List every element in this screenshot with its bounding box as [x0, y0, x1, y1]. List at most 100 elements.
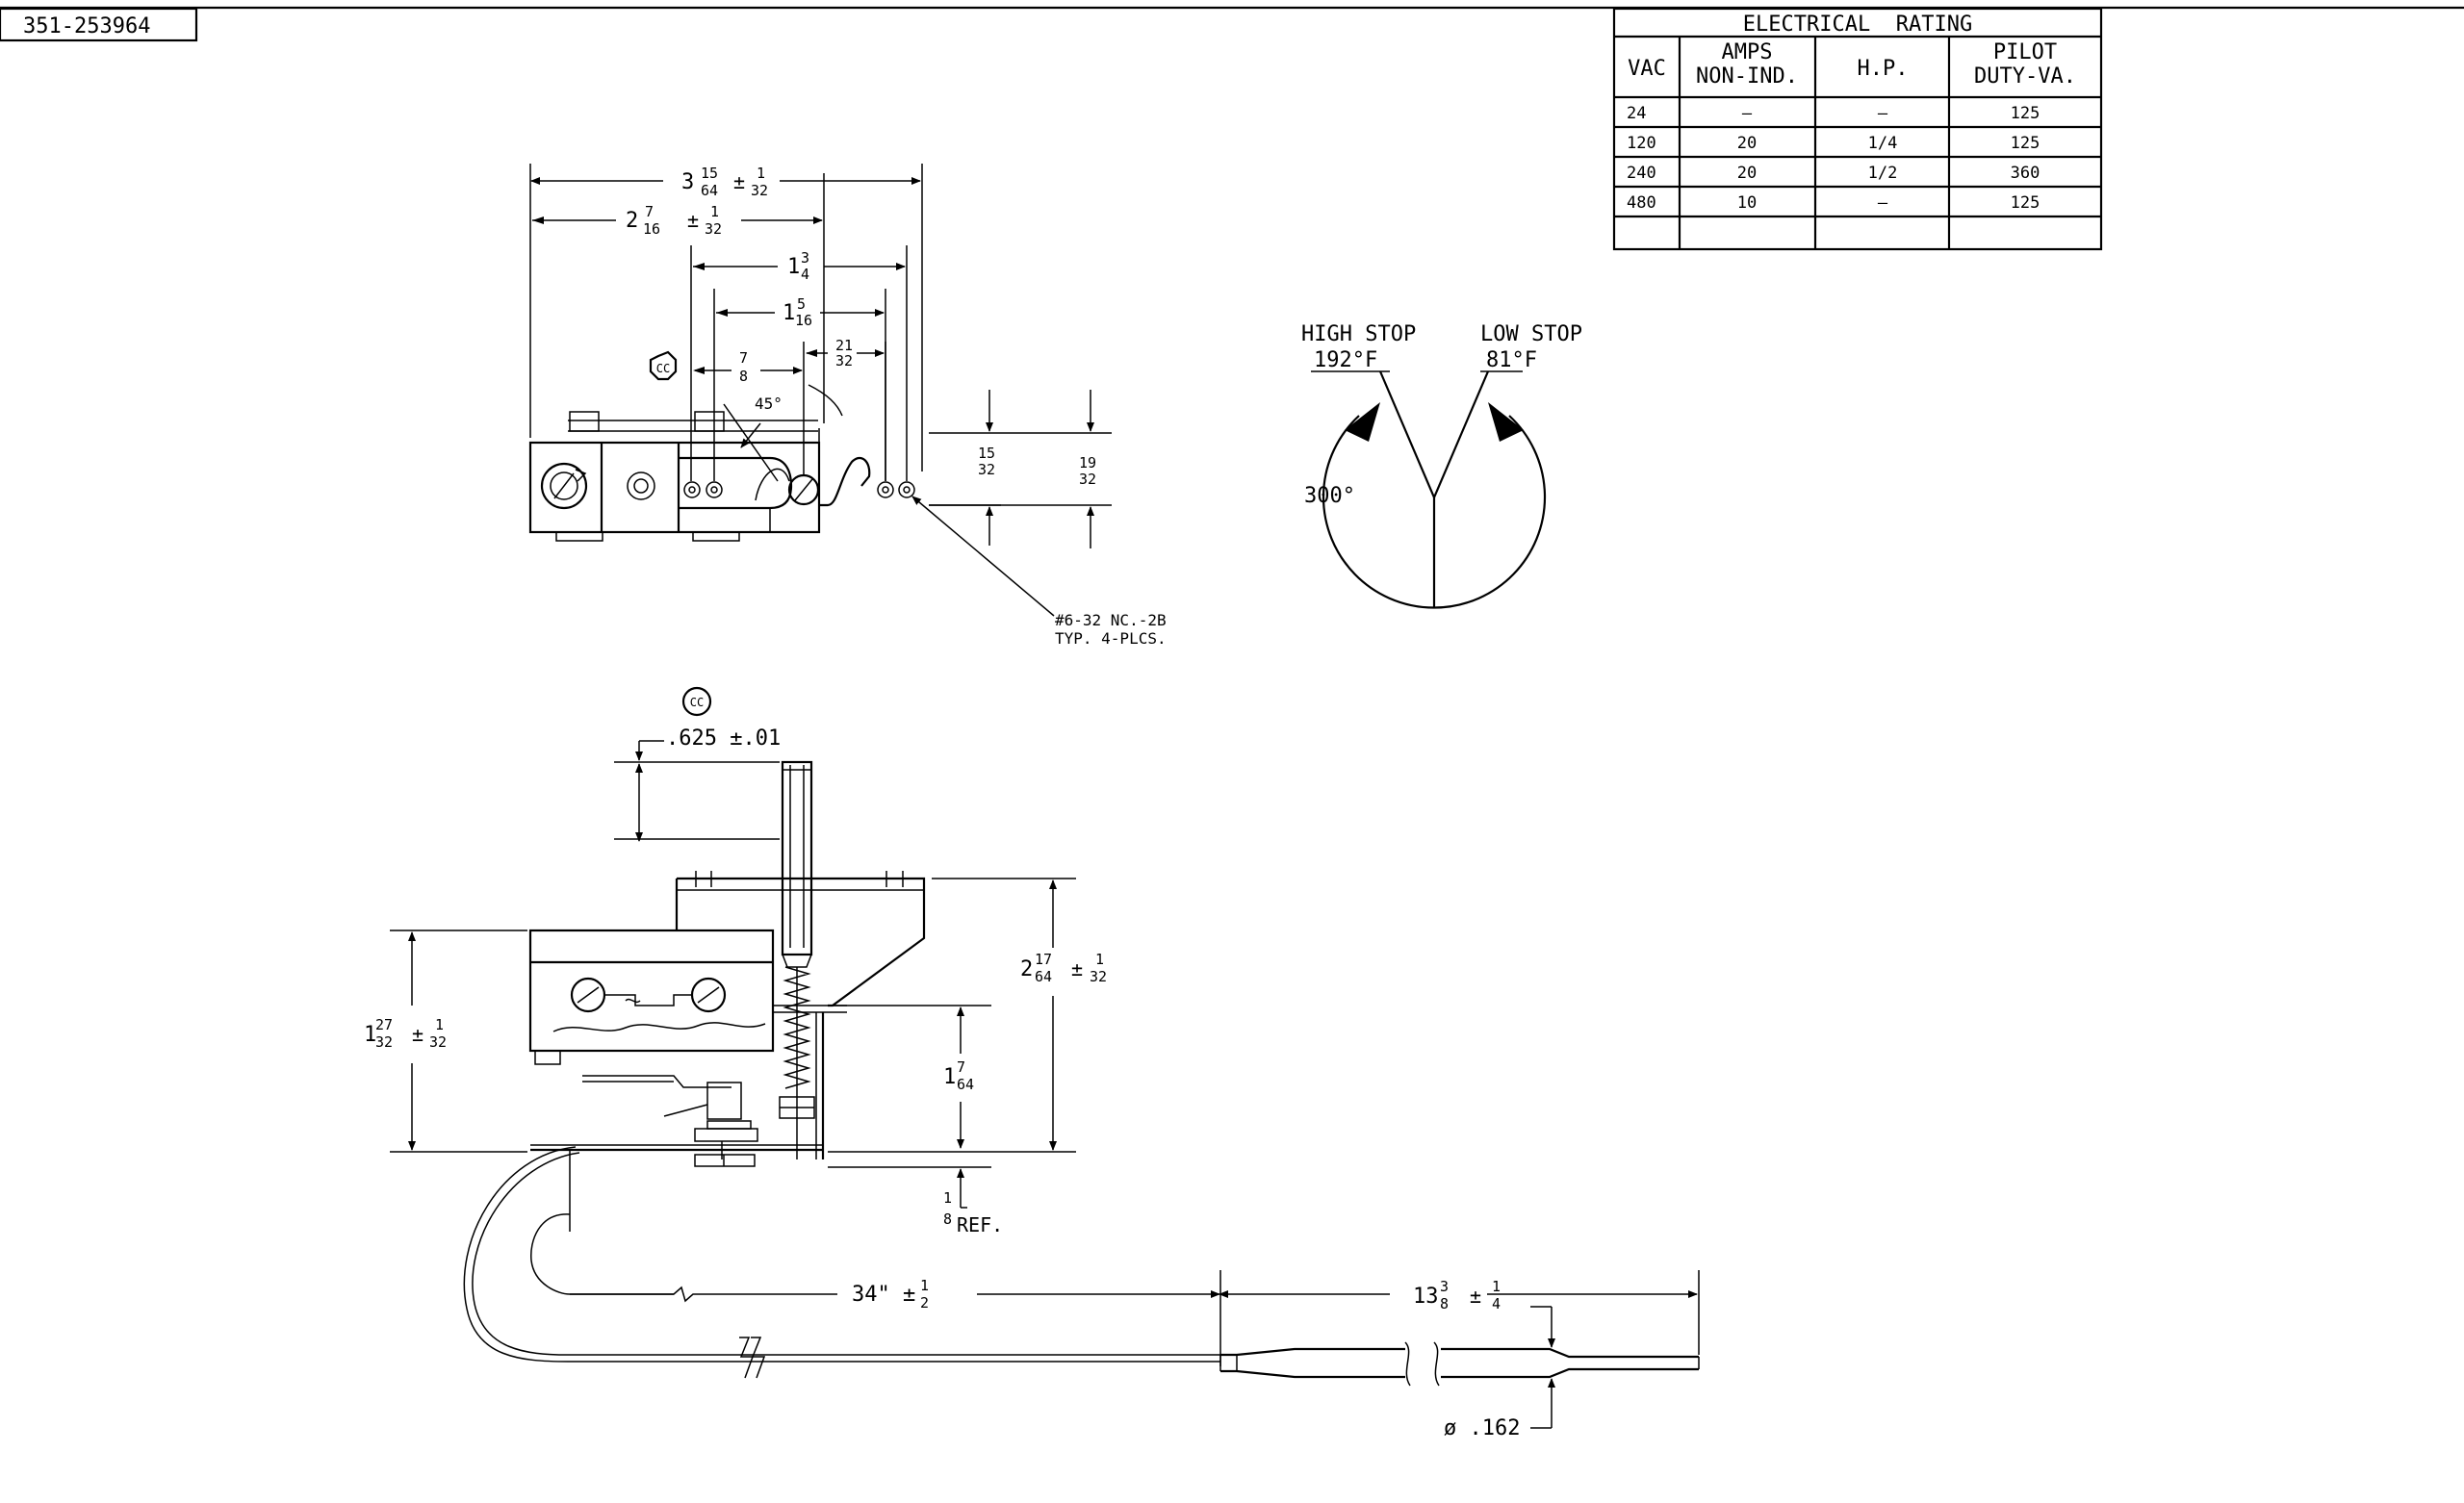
height-mid-num: 7 [957, 1058, 965, 1076]
height-left-tol: ± [412, 1023, 424, 1046]
bulb-whole: 13 [1413, 1285, 1439, 1309]
top-view: 3 15 64 ± 1 32 2 7 16 ± 1 32 1 3 [528, 164, 1167, 648]
electrical-rating-table: ELECTRICAL RATING VACAMPSNON-IND.H.P.PIL… [1612, 7, 2103, 251]
part-number: 351-253964 [23, 14, 150, 38]
capillary-den: 2 [920, 1294, 929, 1312]
dim-3-whole: 1 [787, 255, 800, 279]
top-view-body [528, 411, 915, 542]
stem [779, 760, 815, 1159]
dim-height-mid: 1 7 64 [833, 1005, 991, 1149]
rating-table-row: 24 — — 125 [1627, 104, 2040, 123]
angle-45: 45° [723, 384, 843, 482]
dim-overall-tol-den: 32 [751, 182, 768, 199]
height-right-whole: 2 [1020, 957, 1033, 981]
side-view-body [528, 871, 926, 1232]
stem-dim-label: .625 ±.01 [666, 726, 781, 751]
height-left-tol-den: 32 [429, 1033, 447, 1051]
dim-width-4: 1 5 16 [713, 289, 886, 481]
rating-cell: — [1742, 104, 1753, 123]
dim-4-whole: 1 [783, 301, 795, 325]
dim-2-tol: ± [687, 209, 699, 232]
cc-mark-top: CC [649, 350, 678, 381]
dim-bulb-length: 13 3 8 ± 1 4 [1219, 1270, 1700, 1355]
rating-cell: — [1878, 193, 1888, 213]
side-view: CC .625 ±.01 [364, 686, 1700, 1440]
height-left-den: 32 [375, 1033, 393, 1051]
dim-width-2: 2 7 16 ± 1 32 [532, 173, 825, 423]
sensing-bulb [1219, 1341, 1700, 1387]
capillary-tube [463, 1146, 1220, 1379]
dim-2-den: 16 [643, 220, 660, 238]
rating-header-3-line-0: PILOT [1993, 40, 2057, 64]
dim-capillary-length: 34" ± 1 2 [570, 1270, 1221, 1366]
dim-3-num: 3 [801, 249, 809, 267]
rating-table-row: 120 20 1/4 125 [1627, 134, 2040, 153]
rotation-label: 300° [1304, 484, 1355, 508]
dim-overall-tol-num: 1 [757, 165, 765, 182]
ref-den: 8 [943, 1210, 952, 1228]
bulb-tol-num: 1 [1492, 1278, 1501, 1295]
rating-cell: 20 [1737, 134, 1757, 153]
height-b-num: 19 [1079, 454, 1096, 471]
high-stop-temp: 192°F [1314, 348, 1377, 372]
angle-45-label: 45° [755, 395, 783, 413]
height-b-den: 32 [1079, 471, 1096, 488]
dim-2-tol-den: 32 [705, 220, 722, 238]
thread-note-2: TYP. 4-PLCS. [1055, 629, 1167, 648]
dim-overall-whole: 3 [681, 170, 694, 194]
rating-cell: 1/4 [1868, 134, 1898, 153]
dim-overall-tol: ± [733, 170, 745, 193]
bulb-den: 8 [1440, 1295, 1449, 1312]
height-right-den: 64 [1035, 968, 1052, 985]
dim-6-den: 32 [835, 352, 853, 369]
bulb-num: 3 [1440, 1278, 1449, 1295]
height-mid-den: 64 [957, 1076, 974, 1093]
dial-diagram: HIGH STOP 192°F LOW STOP 81°F 300° [1301, 322, 1582, 609]
rating-cell: 20 [1737, 164, 1757, 183]
rating-table-title: ELECTRICAL RATING [1743, 13, 1972, 37]
rating-cell: 24 [1627, 104, 1646, 123]
dim-2-whole: 2 [626, 209, 638, 233]
height-a-den: 32 [978, 461, 995, 478]
rating-cell: — [1878, 104, 1888, 123]
cc-mark-top-label: CC [656, 362, 670, 375]
bulb-tol-den: 4 [1492, 1295, 1501, 1312]
rating-cell: 240 [1627, 164, 1656, 183]
dim-width-6: 21 32 [806, 337, 886, 481]
dim-4-den: 16 [795, 312, 812, 329]
ref-num: 1 [943, 1189, 952, 1207]
rating-cell: 360 [2011, 164, 2040, 183]
dim-3-den: 4 [801, 266, 809, 283]
rating-cell: 125 [2011, 104, 2040, 123]
rating-header-1-line-0: AMPS [1722, 40, 1773, 64]
height-right-tol-num: 1 [1095, 951, 1104, 968]
thread-note-1: #6-32 NC.-2B [1055, 611, 1167, 629]
rating-header-1-line-1: NON-IND. [1696, 64, 1798, 89]
rating-header-2-line-0: H.P. [1858, 57, 1909, 81]
dim-height-right: 2 17 64 ± 1 32 [828, 878, 1107, 1153]
bulb-diameter: ø .162 [1444, 1416, 1520, 1440]
rating-cell: 125 [2011, 193, 2040, 213]
dim-2-tol-num: 1 [710, 203, 719, 220]
low-stop-label: LOW STOP [1480, 322, 1582, 346]
capillary-main: 34" ± [852, 1283, 915, 1307]
part-number-block: 351-253964 [0, 7, 198, 42]
height-left-num: 27 [375, 1016, 393, 1033]
capillary-num: 1 [920, 1277, 929, 1294]
dim-2-num: 7 [645, 203, 654, 220]
height-left-tol-num: 1 [435, 1016, 444, 1033]
height-left-whole: 1 [364, 1023, 376, 1047]
dim-5-den: 8 [739, 368, 748, 385]
bulb-tol: ± [1470, 1285, 1481, 1308]
dim-overall-num: 15 [701, 165, 718, 182]
dim-height-b: 19 32 [929, 390, 1112, 548]
height-right-tol: ± [1071, 957, 1083, 981]
rating-cell: 125 [2011, 134, 2040, 153]
rating-cell: 120 [1627, 134, 1656, 153]
dim-5-num: 7 [739, 349, 748, 367]
dim-6-num: 21 [835, 337, 853, 354]
height-mid-whole: 1 [943, 1065, 956, 1089]
